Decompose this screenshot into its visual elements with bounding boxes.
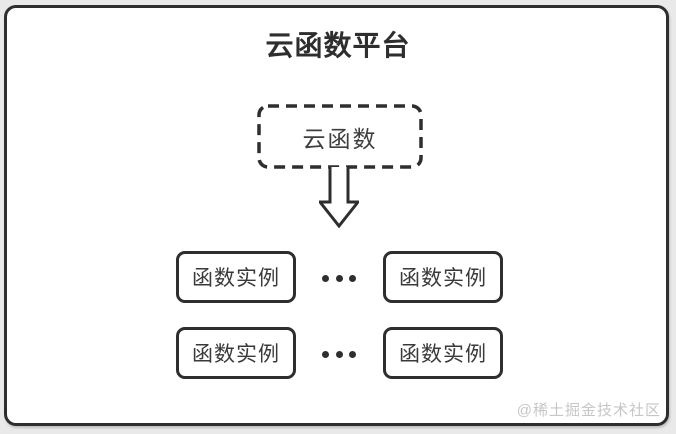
function-instance-box: 函数实例	[383, 251, 503, 303]
cloud-function-box: 云函数	[257, 104, 423, 169]
watermark: @稀土掘金技术社区	[516, 402, 661, 419]
dashed-border	[257, 104, 423, 169]
ellipsis-dot	[322, 274, 329, 282]
diagram-title: 云函数平台	[265, 30, 411, 61]
ellipsis-dot	[335, 274, 343, 282]
ellipsis-dot	[349, 274, 356, 282]
ellipsis-icon	[322, 274, 356, 282]
ellipsis-dot	[322, 350, 329, 358]
ellipsis-dot	[335, 350, 343, 358]
down-block-arrow-icon	[319, 167, 359, 228]
function-instance-box: 函数实例	[383, 327, 503, 379]
cloud-function-label: 云函数	[302, 125, 378, 152]
function-instance-box: 函数实例	[176, 327, 296, 379]
ellipsis-dot	[349, 350, 356, 358]
function-instance-box: 函数实例	[176, 251, 296, 303]
ellipsis-icon	[322, 350, 356, 358]
